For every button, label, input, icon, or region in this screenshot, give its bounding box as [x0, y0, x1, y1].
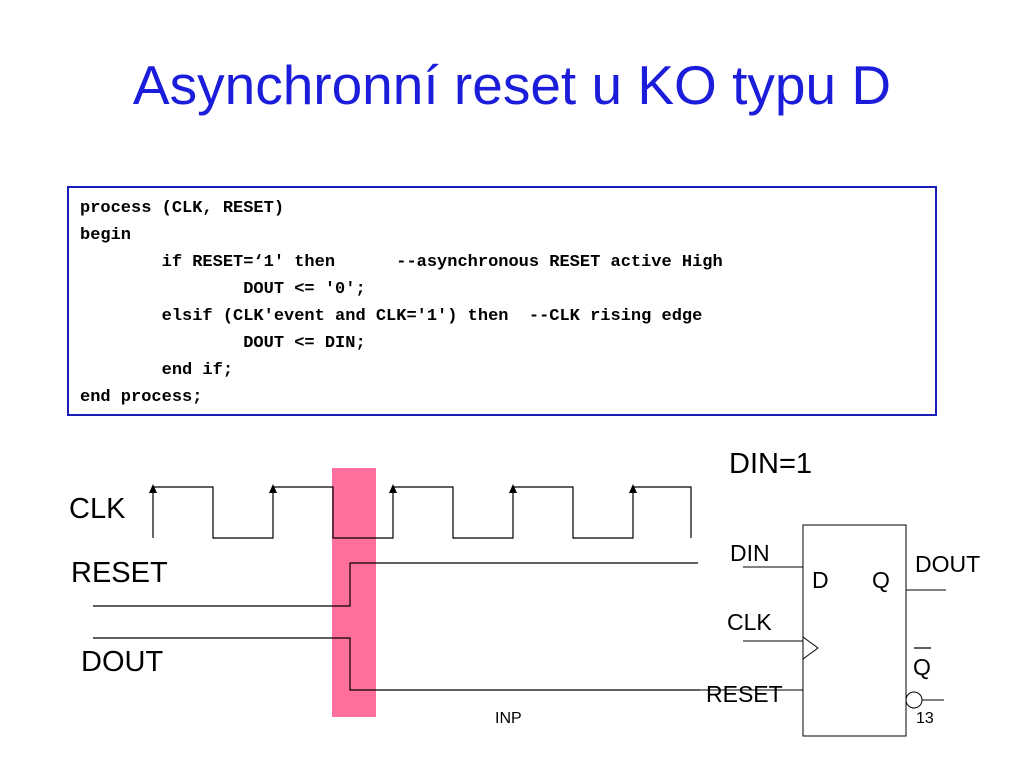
flipflop-q-pin-label: Q [872, 567, 890, 593]
code-line: DOUT <= '0'; [80, 280, 366, 299]
flipflop-dout-output-label: DOUT [915, 551, 981, 577]
din-value-label: DIN=1 [729, 448, 813, 480]
flipflop-d-pin-label: D [812, 567, 829, 593]
dout-signal-label: DOUT [81, 646, 164, 678]
code-box: process (CLK, RESET) begin if RESET=‘1' … [67, 186, 937, 416]
flipflop-clock-triangle [802, 636, 819, 660]
dout-waveform [93, 637, 700, 691]
clk-rising-edge-arrow [149, 484, 157, 493]
flipflop-clk-input-label: CLK [727, 609, 772, 635]
flipflop-reset-input-label: RESET [706, 681, 783, 707]
clk-signal-label: CLK [69, 493, 126, 525]
flipflop-body [802, 524, 907, 737]
code-line: end process; [80, 388, 203, 407]
qbar-inversion-bubble [905, 691, 923, 709]
code-line: if RESET=‘1' then --asynchronous RESET a… [80, 253, 723, 272]
reset-signal-label: RESET [71, 557, 168, 589]
code-line: elsif (CLK'event and CLK='1') then --CLK… [80, 307, 703, 326]
reset-highlight-band [332, 468, 376, 717]
code-line: end if; [80, 361, 234, 380]
footer-text: INP [495, 710, 522, 727]
reset-waveform [93, 562, 698, 607]
clk-rising-edge-arrow [629, 484, 637, 493]
flipflop-qbar-output-label: Q [913, 654, 931, 680]
clk-rising-edge-arrow [269, 484, 277, 493]
code-line: process (CLK, RESET) [80, 199, 285, 218]
flipflop-din-input-label: DIN [730, 540, 770, 566]
clk-waveform [152, 486, 692, 539]
slide-title: Asynchronní reset u KO typu D [132, 54, 892, 116]
clk-rising-edge-arrow [509, 484, 517, 493]
clk-rising-edge-arrow [389, 484, 397, 493]
code-line: DOUT <= DIN; [80, 334, 366, 353]
page-number: 13 [916, 710, 934, 727]
code-line: begin [80, 226, 132, 245]
